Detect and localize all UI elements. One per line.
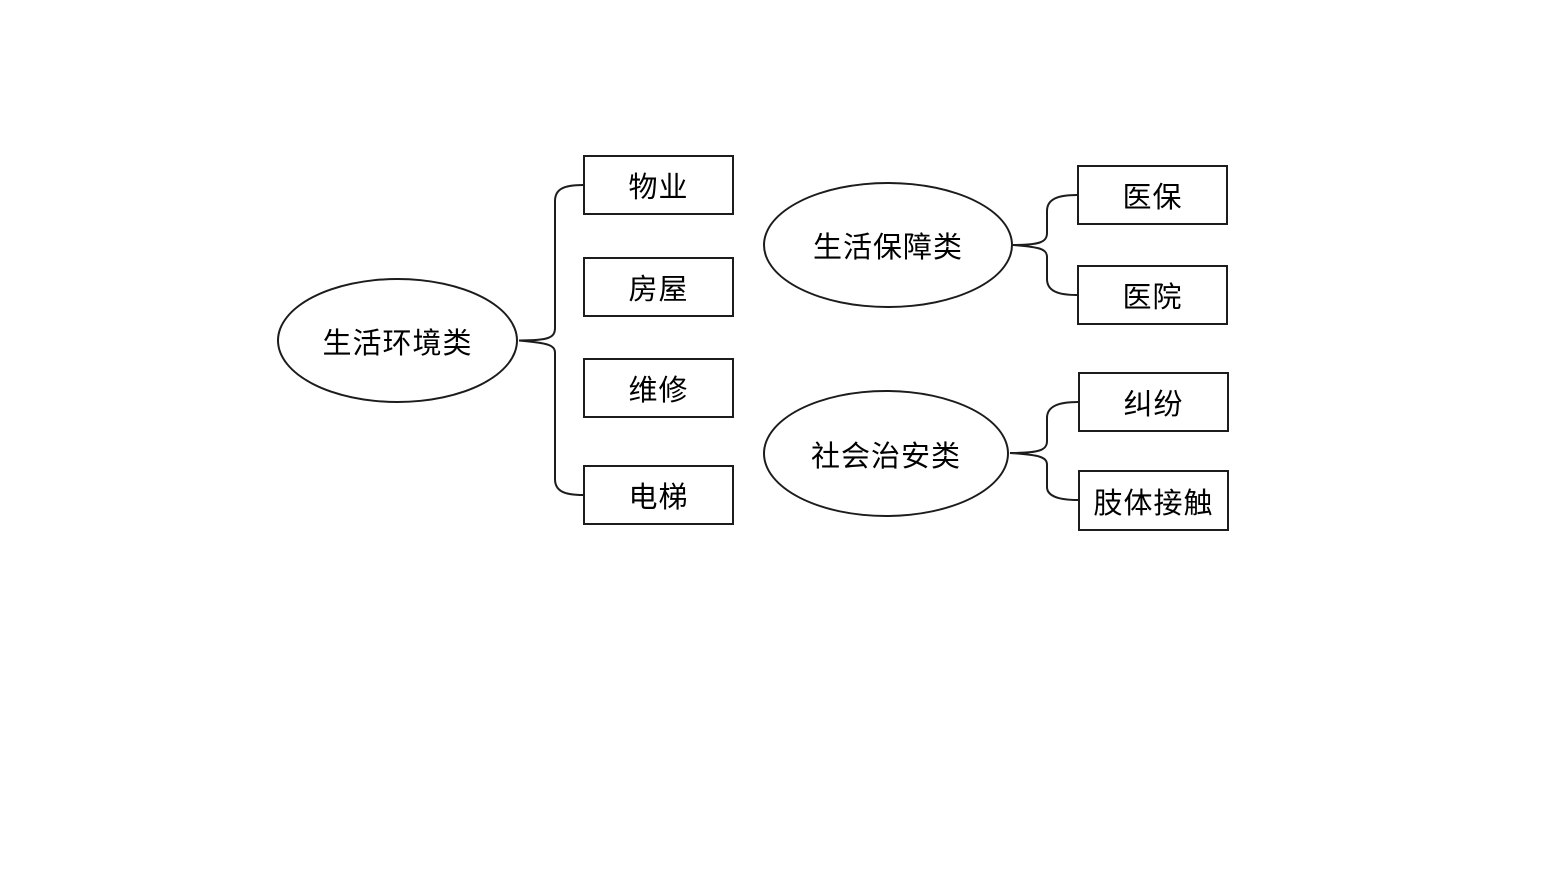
node-medical-insurance-label: 医保 — [1122, 180, 1183, 214]
node-dispute-label: 纠纷 — [1123, 387, 1184, 421]
node-livelihood-security-category: 生活保障类 — [763, 182, 1013, 308]
node-elevator-label: 电梯 — [628, 480, 689, 514]
brace-living-environment — [518, 184, 584, 496]
node-public-security-category: 社会治安类 — [763, 390, 1009, 517]
node-property-management: 物业 — [583, 155, 734, 215]
node-livelihood-security-category-label: 生活保障类 — [812, 230, 963, 264]
node-repair-label: 维修 — [628, 373, 689, 407]
node-dispute: 纠纷 — [1078, 372, 1229, 432]
brace-livelihood-security — [1012, 194, 1078, 296]
node-repair: 维修 — [583, 358, 734, 418]
node-property-management-label: 物业 — [628, 170, 689, 204]
node-housing: 房屋 — [583, 257, 734, 317]
node-housing-label: 房屋 — [628, 272, 689, 306]
node-living-environment-category: 生活环境类 — [277, 278, 518, 403]
node-medical-insurance: 医保 — [1077, 165, 1228, 225]
node-hospital-label: 医院 — [1122, 280, 1183, 314]
node-elevator: 电梯 — [583, 465, 734, 525]
node-physical-contact: 肢体接触 — [1078, 470, 1229, 531]
node-living-environment-category-label: 生活环境类 — [322, 325, 473, 360]
node-physical-contact-label: 肢体接触 — [1093, 485, 1214, 520]
node-public-security-category-label: 社会治安类 — [810, 438, 961, 473]
node-hospital: 医院 — [1077, 265, 1228, 325]
brace-public-security — [1009, 401, 1079, 501]
